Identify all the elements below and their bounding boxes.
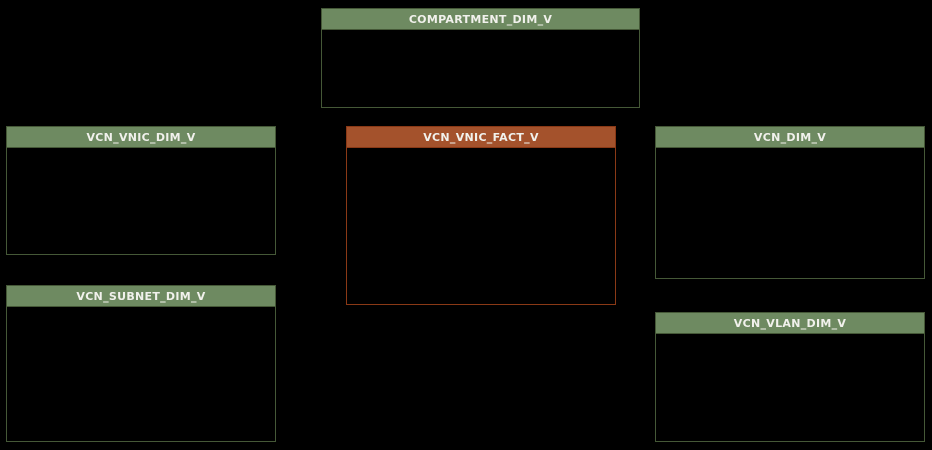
table-node-vcn-dim-v[interactable]: VCN_DIM_V (655, 126, 925, 279)
table-header-vcn-subnet-dim-v[interactable]: VCN_SUBNET_DIM_V (6, 285, 276, 307)
table-body-vcn-vnic-fact-v (346, 148, 616, 305)
table-header-vcn-dim-v[interactable]: VCN_DIM_V (655, 126, 925, 148)
table-body-compartment-dim-v (321, 30, 640, 108)
table-body-vcn-vnic-dim-v (6, 148, 276, 255)
table-title-vcn-dim-v: VCN_DIM_V (753, 130, 827, 144)
table-title-vcn-subnet-dim-v: VCN_SUBNET_DIM_V (76, 289, 206, 303)
table-title-vcn-vnic-fact-v: VCN_VNIC_FACT_V (423, 130, 539, 144)
table-node-vcn-vlan-dim-v[interactable]: VCN_VLAN_DIM_V (655, 312, 925, 442)
table-title-vcn-vlan-dim-v: VCN_VLAN_DIM_V (733, 316, 847, 330)
table-node-vcn-vnic-fact-v[interactable]: VCN_VNIC_FACT_V (346, 126, 616, 305)
table-body-vcn-subnet-dim-v (6, 307, 276, 442)
table-title-compartment-dim-v: COMPARTMENT_DIM_V (408, 12, 553, 26)
table-node-compartment-dim-v[interactable]: COMPARTMENT_DIM_V (321, 8, 640, 108)
table-title-vcn-vnic-dim-v: VCN_VNIC_DIM_V (86, 130, 196, 144)
table-header-vcn-vlan-dim-v[interactable]: VCN_VLAN_DIM_V (655, 312, 925, 334)
table-body-vcn-dim-v (655, 148, 925, 279)
table-node-vcn-subnet-dim-v[interactable]: VCN_SUBNET_DIM_V (6, 285, 276, 442)
table-header-compartment-dim-v[interactable]: COMPARTMENT_DIM_V (321, 8, 640, 30)
table-node-vcn-vnic-dim-v[interactable]: VCN_VNIC_DIM_V (6, 126, 276, 255)
table-header-vcn-vnic-dim-v[interactable]: VCN_VNIC_DIM_V (6, 126, 276, 148)
table-body-vcn-vlan-dim-v (655, 334, 925, 442)
table-header-vcn-vnic-fact-v[interactable]: VCN_VNIC_FACT_V (346, 126, 616, 148)
